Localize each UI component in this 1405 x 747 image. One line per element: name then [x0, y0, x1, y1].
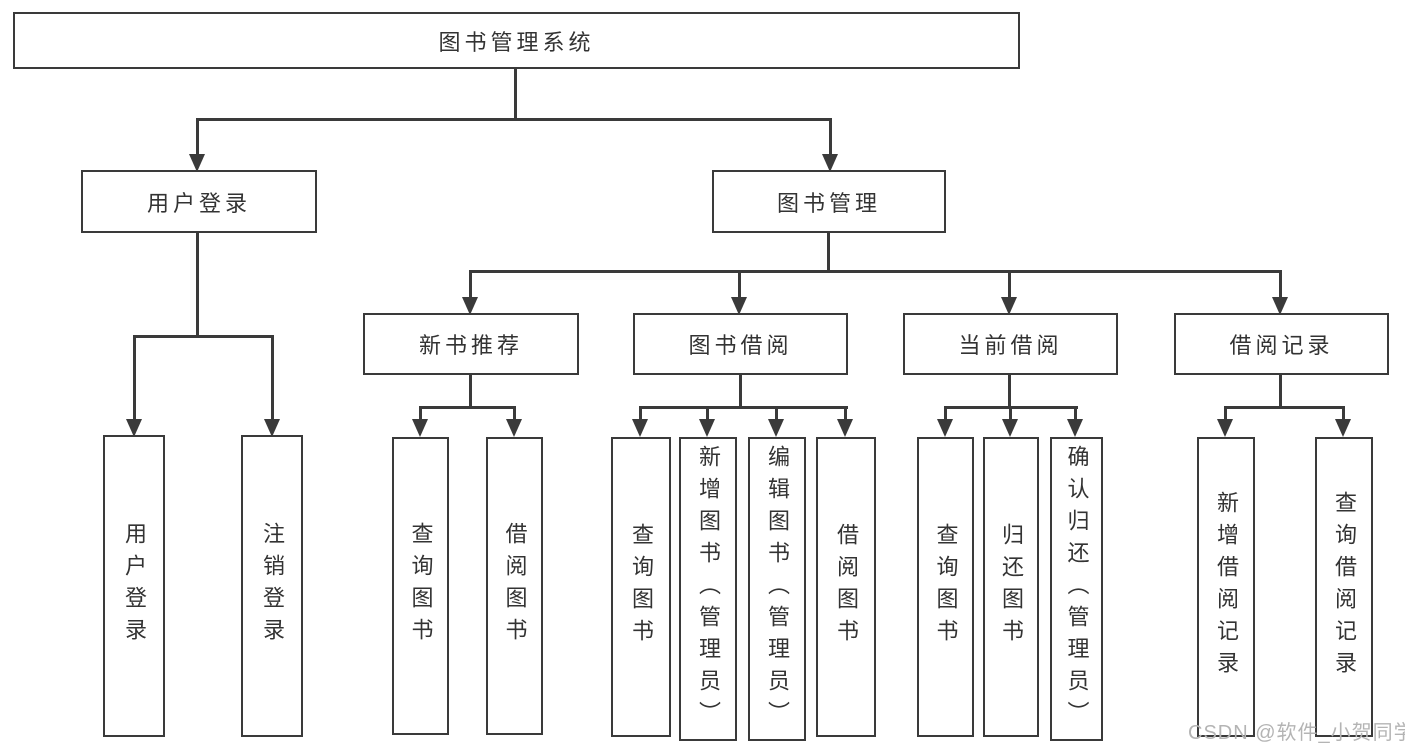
arrow-down-icon [506, 419, 522, 437]
leaf-return-books: 归还图书 [983, 437, 1039, 737]
connector-line [844, 406, 847, 421]
connector-line [133, 335, 136, 420]
node-current-borrowing: 当前借阅 [903, 313, 1118, 375]
connector-line [1224, 406, 1227, 421]
arrow-down-icon [731, 297, 747, 315]
connector-line [513, 406, 516, 421]
leaf-user-login: 用户登录 [103, 435, 165, 737]
leaf-label: 编辑图书（管理员） [765, 445, 790, 733]
node-book-borrowing-label: 图书借阅 [688, 333, 793, 358]
connector-line [944, 406, 947, 421]
arrow-down-icon [189, 154, 205, 172]
leaf-add-books-admin: 新增图书（管理员） [679, 437, 737, 741]
connector-line [1008, 374, 1011, 408]
leaf-label: 用户登录 [122, 522, 147, 650]
arrow-down-icon [1335, 419, 1351, 437]
arrow-down-icon [937, 419, 953, 437]
connector-line [514, 68, 517, 120]
arrow-down-icon [822, 154, 838, 172]
connector-line [775, 406, 778, 421]
node-new-book-recommend: 新书推荐 [363, 313, 579, 375]
connector-line [133, 335, 274, 338]
arrow-down-icon [837, 419, 853, 437]
connector-line [739, 374, 742, 408]
connector-line [1074, 406, 1077, 421]
node-book-management: 图书管理 [712, 170, 946, 233]
connector-line [738, 270, 741, 299]
arrow-down-icon [632, 419, 648, 437]
leaf-label: 注销登录 [260, 522, 285, 650]
arrow-down-icon [462, 297, 478, 315]
leaf-label: 查询图书 [933, 523, 959, 651]
connector-line [1279, 270, 1282, 299]
connector-line [1279, 374, 1282, 408]
connector-line [271, 335, 274, 420]
arrow-down-icon [126, 419, 142, 437]
connector-line [829, 118, 832, 156]
arrow-down-icon [412, 419, 428, 437]
leaf-logout: 注销登录 [241, 435, 303, 737]
arrow-down-icon [699, 419, 715, 437]
node-user-login: 用户登录 [81, 170, 317, 233]
connector-line [1342, 406, 1345, 421]
leaf-query-books-current: 查询图书 [917, 437, 974, 737]
leaf-edit-books-admin: 编辑图书（管理员） [748, 437, 806, 741]
connector-line [1008, 270, 1011, 299]
node-current-borrowing-label: 当前借阅 [958, 333, 1063, 358]
leaf-borrow-books: 借阅图书 [816, 437, 876, 737]
connector-line [706, 406, 709, 421]
leaf-add-borrow-record: 新增借阅记录 [1197, 437, 1255, 737]
node-root-label: 图书管理系统 [438, 29, 595, 55]
node-book-borrowing: 图书借阅 [633, 313, 848, 375]
arrow-down-icon [768, 419, 784, 437]
leaf-label: 确认归还（管理员） [1064, 445, 1090, 733]
connector-line [196, 233, 199, 337]
leaf-label: 查询图书 [629, 523, 654, 651]
node-borrowing-records-label: 借阅记录 [1229, 333, 1334, 358]
arrow-down-icon [1272, 297, 1288, 315]
arrow-down-icon [264, 419, 280, 437]
connector-line [196, 118, 199, 156]
leaf-borrow-books-recommend: 借阅图书 [486, 437, 543, 735]
arrow-down-icon [1067, 419, 1083, 437]
leaf-label: 借阅图书 [502, 522, 528, 650]
leaf-query-books-recommend: 查询图书 [392, 437, 449, 735]
arrow-down-icon [1001, 297, 1017, 315]
leaf-query-borrow-record: 查询借阅记录 [1315, 437, 1373, 737]
node-new-book-recommend-label: 新书推荐 [418, 333, 523, 358]
leaf-label: 新增图书（管理员） [696, 445, 721, 733]
connector-line [639, 406, 848, 409]
arrow-down-icon [1002, 419, 1018, 437]
connector-line [827, 233, 830, 272]
node-user-login-label: 用户登录 [146, 190, 251, 216]
leaf-label: 新增借阅记录 [1214, 491, 1239, 683]
leaf-label: 查询借阅记录 [1332, 491, 1357, 683]
node-root: 图书管理系统 [13, 12, 1020, 69]
leaf-label: 归还图书 [999, 523, 1024, 651]
connector-line [639, 406, 642, 421]
leaf-label: 查询图书 [408, 522, 434, 650]
connector-line [419, 406, 516, 409]
connector-line [469, 270, 1282, 273]
connector-line [196, 118, 832, 121]
leaf-query-books-borrowing: 查询图书 [611, 437, 671, 737]
node-borrowing-records: 借阅记录 [1174, 313, 1389, 375]
connector-line [469, 374, 472, 408]
watermark: CSDN @软件_小贺同学 [1188, 722, 1405, 744]
node-book-management-label: 图书管理 [776, 190, 881, 216]
connector-line [469, 270, 472, 299]
connector-line [1009, 406, 1012, 421]
leaf-label: 借阅图书 [834, 523, 859, 651]
arrow-down-icon [1217, 419, 1233, 437]
leaf-confirm-return-admin: 确认归还（管理员） [1050, 437, 1103, 741]
connector-line [419, 406, 422, 421]
connector-line [1224, 406, 1345, 409]
